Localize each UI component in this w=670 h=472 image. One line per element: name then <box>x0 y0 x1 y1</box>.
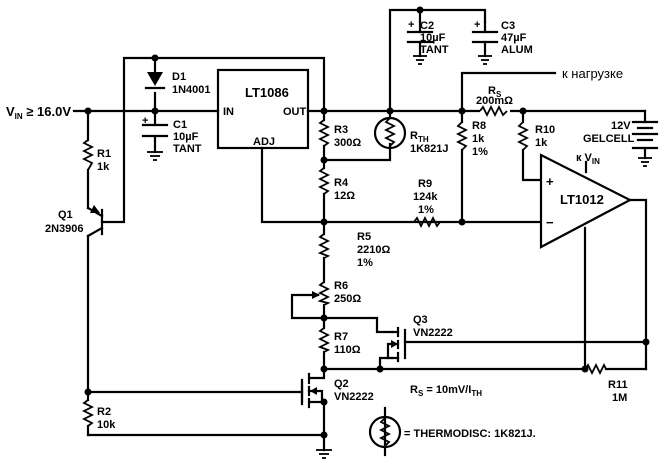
r9-value: 124k <box>413 191 438 203</box>
resistor-r5 <box>317 233 331 259</box>
r9-ref: R9 <box>418 178 432 190</box>
c1-ref: C1 <box>173 119 187 131</box>
capacitor-c2: + <box>406 19 434 65</box>
junctions <box>84 6 650 439</box>
regulator-lt1086 <box>216 68 310 150</box>
q2-value: VN2222 <box>334 391 374 403</box>
regulator-pin-in: IN <box>223 106 234 118</box>
c1-value: 10µF <box>173 131 199 143</box>
rs-value: 200mΩ <box>476 95 513 107</box>
d1-ref: D1 <box>172 71 186 83</box>
q1-value: 2N3906 <box>45 223 84 235</box>
resistor-r10 <box>516 121 530 151</box>
resistor-rs <box>479 104 510 118</box>
capacitor-c1: + <box>141 115 169 161</box>
r4-value: 12Ω <box>334 190 355 202</box>
c2-type: TANT <box>420 44 449 56</box>
thermistor-rth <box>373 109 407 150</box>
transistor-q1 <box>86 205 104 238</box>
thermodisc-legend: = THERMODISC: 1K821J. <box>404 428 536 440</box>
wires <box>72 8 648 452</box>
r6-ref: R6 <box>334 280 348 292</box>
c3-type: ALUM <box>501 44 533 56</box>
opamp-plus: + <box>546 174 554 189</box>
vin-label: VIN ≥ 16.0V <box>6 104 71 121</box>
resistor-r8 <box>455 121 469 151</box>
c2-ref: C2 <box>420 20 434 32</box>
r9-tol: 1% <box>418 204 434 216</box>
battery-voltage: 12V <box>611 120 631 132</box>
battery-type: GELCELL <box>583 133 635 145</box>
transistor-q3 <box>386 326 407 363</box>
opamp-supply-label: к VIN <box>576 152 600 166</box>
svg-text:+: + <box>474 19 480 31</box>
capacitor-c3: + <box>471 19 499 65</box>
rth-ref: RTH <box>410 130 429 144</box>
d1-value: 1N4001 <box>172 84 211 96</box>
r1-ref: R1 <box>97 148 111 160</box>
resistor-r6 <box>312 281 331 306</box>
load-label: к нагрузке <box>562 66 623 81</box>
resistor-r4 <box>317 167 331 195</box>
q2-ref: Q2 <box>334 378 349 390</box>
regulator-pin-adj: ADJ <box>253 136 275 148</box>
regulator-pin-out: OUT <box>283 106 307 118</box>
r3-value: 300Ω <box>334 137 361 149</box>
r6-value: 250Ω <box>334 293 361 305</box>
resistor-r9 <box>413 215 441 229</box>
r3-ref: R3 <box>334 124 348 136</box>
r5-value: 2210Ω <box>357 244 390 256</box>
resistor-r1 <box>81 139 95 171</box>
q3-value: VN2222 <box>413 327 453 339</box>
rth-value: 1K821J <box>410 143 449 155</box>
r11-ref: R11 <box>608 379 628 391</box>
diode-d1 <box>144 72 166 90</box>
opamp-name: LT1012 <box>560 192 604 207</box>
opamp-lt1012 <box>539 153 633 249</box>
resistor-r11 <box>584 362 607 376</box>
r10-ref: R10 <box>535 124 555 136</box>
ground-symbol <box>316 449 332 459</box>
resistor-r7 <box>317 327 331 353</box>
regulator-name: LT1086 <box>245 85 289 100</box>
r5-tol: 1% <box>357 257 373 269</box>
r2-ref: R2 <box>97 406 111 418</box>
r8-ref: R8 <box>472 120 486 132</box>
rs-formula: RS = 10mV/ITH <box>410 384 482 398</box>
r5-ref: R5 <box>357 231 371 243</box>
r1-value: 1k <box>97 161 110 173</box>
r4-ref: R4 <box>334 177 349 189</box>
c2-value: 10µF <box>420 32 446 44</box>
c1-type: TANT <box>173 143 202 155</box>
c3-ref: C3 <box>501 20 515 32</box>
thermistor-legend-icon <box>368 406 402 457</box>
svg-text:+: + <box>142 115 148 127</box>
rs-ref: RS <box>488 85 502 99</box>
r7-value: 110Ω <box>334 344 361 356</box>
r10-value: 1k <box>535 137 548 149</box>
r7-ref: R7 <box>334 331 348 343</box>
resistor-r3 <box>317 119 331 147</box>
q3-ref: Q3 <box>413 314 428 326</box>
r8-tol: 1% <box>472 146 488 158</box>
c3-value: 47µF <box>501 32 527 44</box>
q1-ref: Q1 <box>58 209 73 221</box>
opamp-minus: − <box>546 215 554 230</box>
r8-value: 1k <box>472 133 485 145</box>
r2-value: 10k <box>97 419 116 431</box>
resistor-r2 <box>81 399 95 427</box>
labels: VIN ≥ 16.0V D1 1N4001 C1 10µF TANT R1 1k… <box>6 20 635 440</box>
battery-12v <box>631 120 659 167</box>
r11-value: 1M <box>612 392 627 404</box>
transistor-q2 <box>300 372 324 409</box>
svg-text:+: + <box>408 19 414 31</box>
